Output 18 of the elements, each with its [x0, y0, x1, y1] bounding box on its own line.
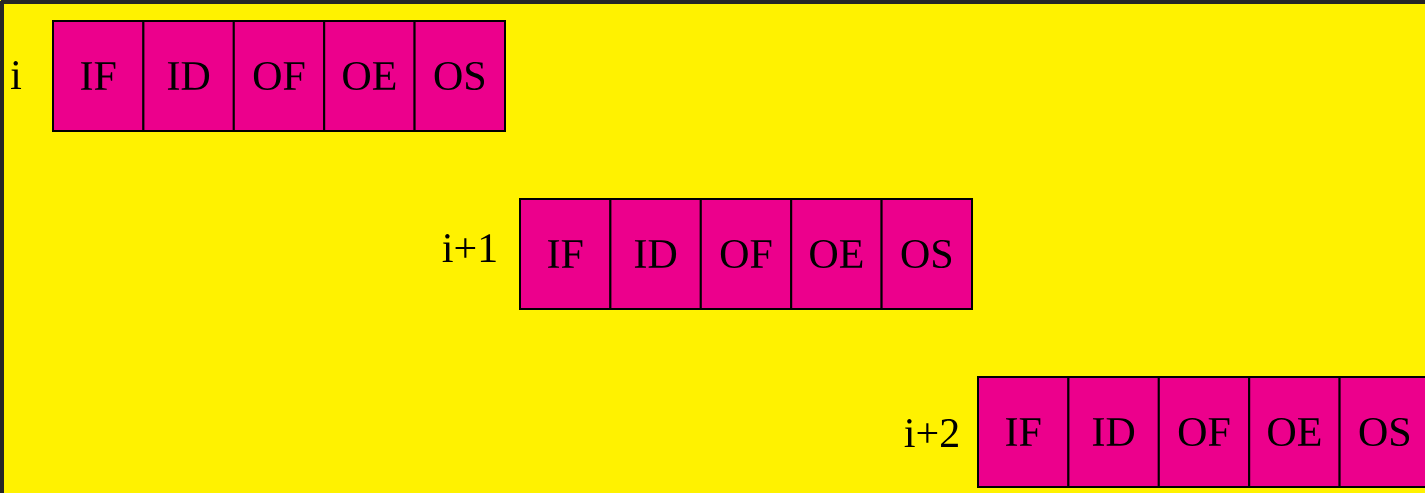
- stage-box: OS: [1338, 376, 1425, 488]
- stage-box: IF: [519, 198, 612, 310]
- stage-box: OS: [880, 198, 973, 310]
- stage-box: IF: [52, 20, 145, 132]
- stage-box: OF: [1157, 376, 1251, 488]
- stage-box: IF: [977, 376, 1070, 488]
- stage-box: OE: [790, 198, 883, 310]
- stage-box: OS: [413, 20, 506, 132]
- instruction-label: i: [11, 61, 22, 89]
- stage-box: OE: [323, 20, 416, 132]
- stage-box: ID: [142, 20, 235, 132]
- stage-box: OF: [232, 20, 326, 132]
- stage-box: OE: [1248, 376, 1341, 488]
- stage-box: ID: [609, 198, 702, 310]
- instruction-label: i+1: [442, 234, 496, 262]
- stage-box: ID: [1067, 376, 1160, 488]
- stage-box: OF: [699, 198, 793, 310]
- instruction-label: i+2: [904, 419, 958, 447]
